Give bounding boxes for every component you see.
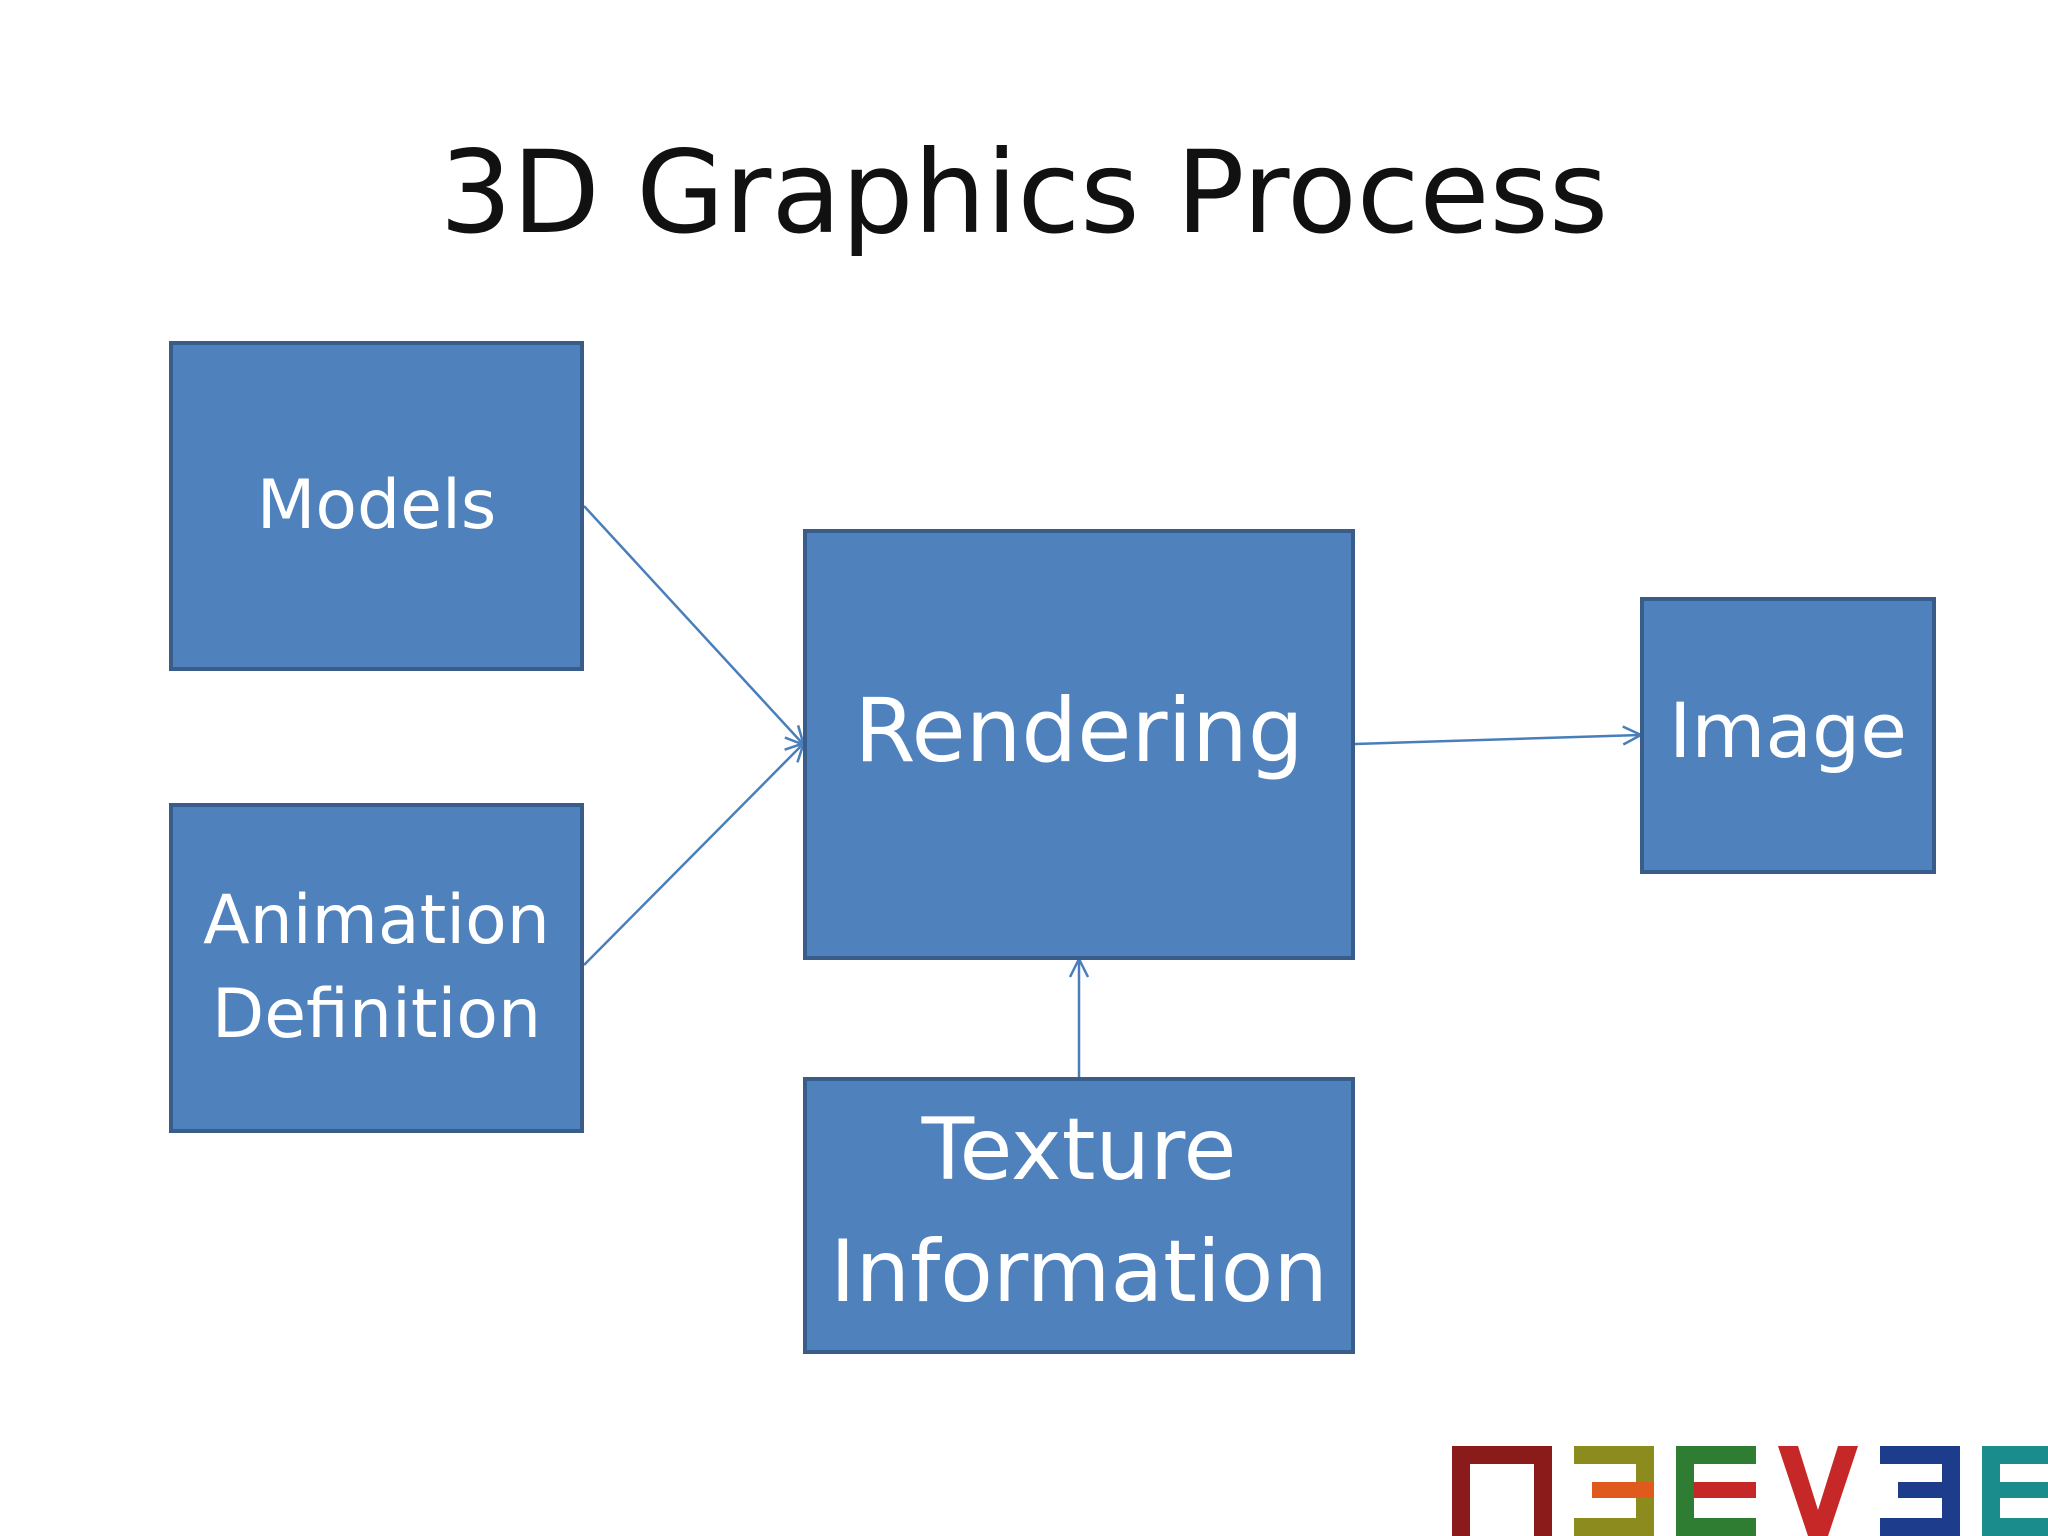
rendering-label: Rendering [854, 678, 1304, 782]
logo-letter-d [1574, 1446, 1654, 1536]
arrow-animation-to-rendering [583, 744, 803, 966]
company-logo-icon [1452, 1446, 2048, 1536]
arrow-models-to-rendering [583, 505, 803, 744]
models-box: Models [169, 341, 584, 671]
image-label: Image [1668, 685, 1908, 775]
rendering-box: Rendering [803, 529, 1355, 960]
logo-letter-v [1778, 1446, 1858, 1536]
logo-letter-n [1452, 1446, 1552, 1536]
logo-letter-e2 [1982, 1446, 2048, 1536]
animation-definition-box: Animation Definition [169, 803, 584, 1133]
arrow-rendering-to-image [1354, 735, 1640, 744]
animation-definition-label: Animation Definition [203, 881, 550, 1054]
logo-letter-e [1676, 1446, 1756, 1536]
texture-information-box: Texture Information [803, 1077, 1355, 1354]
slide-title: 3D Graphics Process [439, 126, 1609, 259]
texture-information-label: Texture Information [830, 1099, 1328, 1322]
models-label: Models [256, 466, 497, 545]
logo-letter-d2 [1880, 1446, 1960, 1536]
image-box: Image [1640, 597, 1936, 874]
